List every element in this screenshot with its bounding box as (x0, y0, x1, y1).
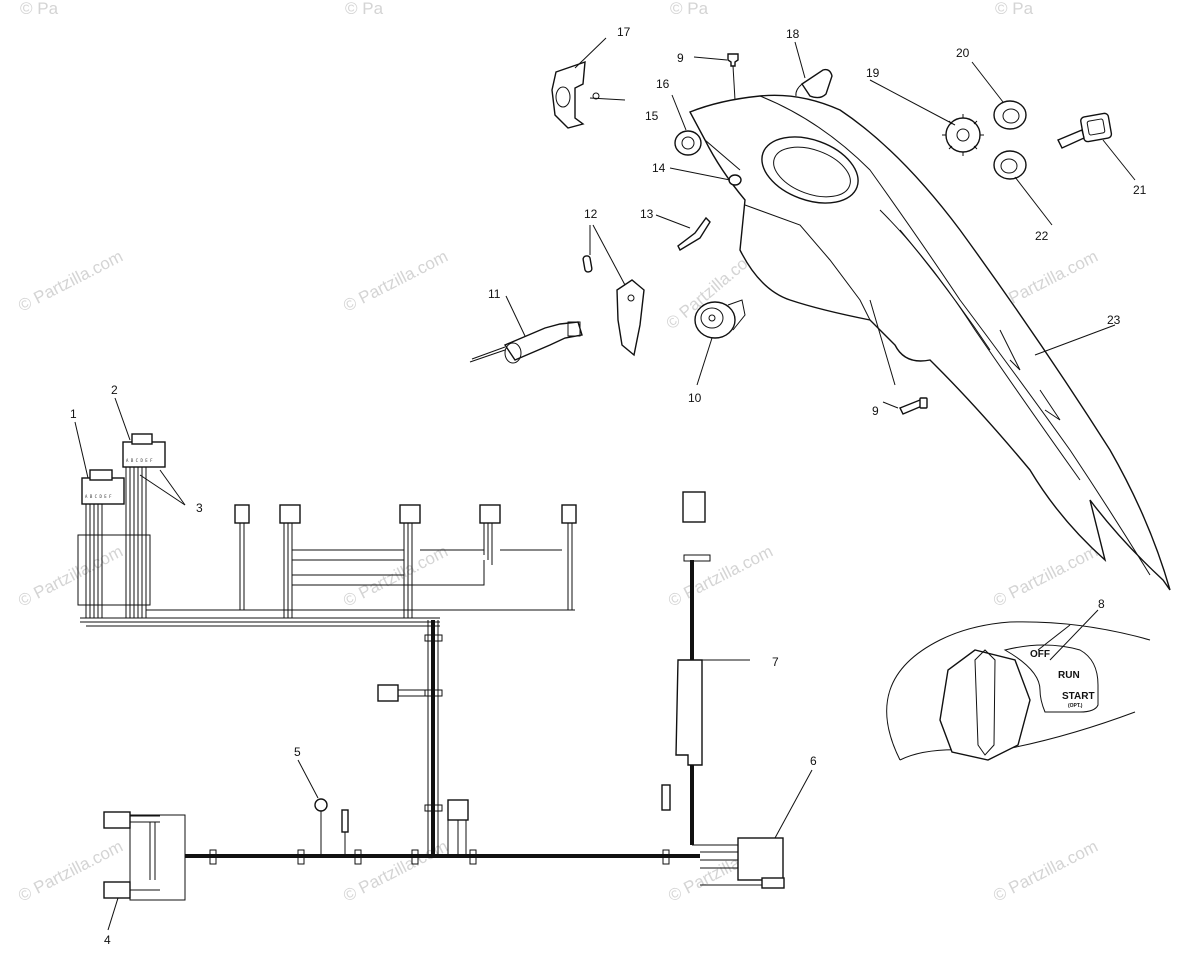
callout-7: 7 (772, 655, 779, 669)
callout-12: 12 (584, 207, 598, 221)
bulb-18 (795, 68, 833, 99)
grommet-20 (993, 100, 1027, 130)
callout-18: 18 (786, 27, 800, 41)
connector-7-top (682, 491, 706, 523)
watermark: © Partzilla.com (990, 542, 1101, 611)
callout-9-top: 9 (677, 51, 684, 65)
callout-2: 2 (111, 383, 118, 397)
watermark: © Pa (345, 0, 384, 18)
watermark: © Partzilla.com (990, 837, 1101, 906)
ignition-dial: OFF RUN START (OPT.) (886, 621, 1151, 761)
connector-2 (122, 441, 166, 468)
callout-3: 3 (196, 501, 203, 515)
callout-15: 15 (645, 109, 659, 123)
callout-9-bottom: 9 (872, 404, 879, 418)
cable-switch-11 (469, 321, 583, 364)
watermark: © Pa (670, 0, 709, 18)
leader-lines-top (505, 37, 1136, 409)
callout-19: 19 (866, 66, 880, 80)
watermark: © Pa (995, 0, 1034, 18)
leader-lines-bottom (74, 397, 1099, 931)
connector-6 (737, 837, 784, 881)
pin-12 (582, 255, 593, 273)
key-21 (1057, 112, 1113, 149)
callout-21: 21 (1133, 183, 1147, 197)
screw-9-bottom (899, 397, 928, 415)
ring-terminal-5 (314, 798, 328, 812)
watermark: © Partzilla.com (15, 542, 126, 611)
callout-4: 4 (104, 933, 111, 947)
callout-16: 16 (656, 77, 670, 91)
washer-14 (728, 174, 742, 186)
callout-numbers: 1 2 3 4 5 6 7 8 9 9 10 11 12 13 14 15 16… (70, 25, 1147, 947)
switch-10 (694, 299, 746, 339)
watermark: © Partzilla.com (340, 247, 451, 316)
callout-22: 22 (1035, 229, 1049, 243)
callout-10: 10 (688, 391, 702, 405)
nut-16 (674, 130, 702, 156)
grommet-22 (993, 150, 1027, 180)
watermark: © Partzilla.com (340, 542, 451, 611)
callout-14: 14 (652, 161, 666, 175)
callout-20: 20 (956, 46, 970, 60)
svg-text:A B C D E F: A B C D E F (126, 458, 153, 463)
callout-1: 1 (70, 407, 77, 421)
bracket-17 (551, 60, 626, 129)
handle-12 (616, 279, 645, 357)
callout-17: 17 (617, 25, 631, 39)
dial-start-label: START (1062, 691, 1095, 702)
callout-6: 6 (810, 754, 817, 768)
callout-5: 5 (294, 745, 301, 759)
watermark: © Partzilla.com (665, 542, 776, 611)
dial-off-label: OFF (1030, 649, 1050, 660)
gear-19 (942, 114, 984, 156)
connector-1 (81, 477, 125, 505)
strap-13 (677, 216, 711, 251)
callout-23: 23 (1107, 313, 1121, 327)
console-panel (689, 94, 1171, 591)
dial-run-label: RUN (1058, 670, 1080, 681)
wiring-harness: A B C D E F A B C D E F (77, 433, 785, 901)
callout-13: 13 (640, 207, 654, 221)
watermark: © Pa (20, 0, 59, 18)
dial-opt-label: (OPT.) (1068, 703, 1083, 709)
callout-8: 8 (1098, 597, 1105, 611)
watermark-layer: © Pa © Pa © Pa © Pa © Partzilla.com © Pa… (15, 0, 1101, 906)
watermark: © Partzilla.com (15, 247, 126, 316)
callout-11: 11 (488, 287, 501, 301)
screw-9-top (727, 53, 739, 101)
svg-text:A B C D E F: A B C D E F (85, 494, 112, 499)
